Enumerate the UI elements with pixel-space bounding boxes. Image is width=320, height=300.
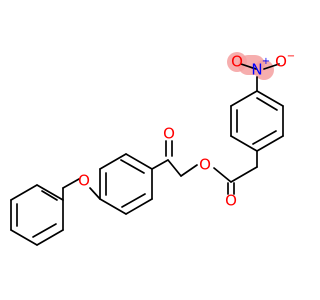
ch2-to-ketone xyxy=(167,159,182,177)
phenyl-top-left xyxy=(99,153,127,170)
phenyl-bottom-left xyxy=(99,198,127,215)
ester-carbonyl-oxygen-label: O xyxy=(225,192,237,210)
phenyl-to-ether-o xyxy=(89,187,101,200)
ether-o-to-ch2 xyxy=(180,164,198,177)
ester-ether-oxygen-label: O xyxy=(199,156,211,174)
molecule-structure-diagram: O N + O − O O O O xyxy=(0,0,300,300)
background-cleanup xyxy=(0,0,300,300)
nitro-right-oxygen-charge: − xyxy=(287,51,295,62)
benzyl-ring-bottom-left-final xyxy=(10,229,38,246)
top-ring-inner-bottom xyxy=(252,130,277,145)
nitro-n-o-bond xyxy=(263,63,280,70)
ch2-to-ester-carbon xyxy=(230,166,258,183)
atom-labels: O N + O − O O O O xyxy=(78,51,295,210)
nitro-o-n-bond xyxy=(240,63,257,70)
final-bonds xyxy=(10,63,284,246)
nitro-nitrogen-label: N xyxy=(251,61,262,79)
ketone-oxygen-label: O xyxy=(163,125,175,143)
top-ring-inner-top xyxy=(256,97,278,111)
benzyl-ring-bottom-right-final xyxy=(36,229,64,246)
nitro-left-oxygen-label: O xyxy=(231,53,243,71)
benzyl-ring-top-left-final xyxy=(10,184,38,201)
ketone-to-phenyl xyxy=(151,159,169,170)
benzyl-ring-inner-bottom-final xyxy=(32,223,57,238)
top-ring-top-right xyxy=(256,90,284,107)
nitro-right-oxygen-label: O xyxy=(275,53,287,71)
top-ring-bottom-right xyxy=(256,135,284,152)
nitro-highlight-final xyxy=(227,52,274,80)
phenyl-inner-top xyxy=(120,159,145,174)
benzyl-ether-oxygen-label: O xyxy=(78,172,90,190)
phenyl-top-right xyxy=(125,153,153,170)
ether-o-to-benzyl-ch2 xyxy=(62,178,80,189)
benzyl-ring-top-final xyxy=(36,184,64,201)
top-ring-top-left xyxy=(230,90,258,107)
nitro-nitrogen-charge: + xyxy=(262,56,270,67)
ester-carbon-to-ether-o xyxy=(213,167,232,183)
benzyl-ring-inner-top-final xyxy=(41,190,58,201)
top-ring-bottom-left xyxy=(230,135,258,152)
phenyl-inner-bottom xyxy=(121,193,146,208)
phenyl-bottom-right xyxy=(125,198,153,215)
